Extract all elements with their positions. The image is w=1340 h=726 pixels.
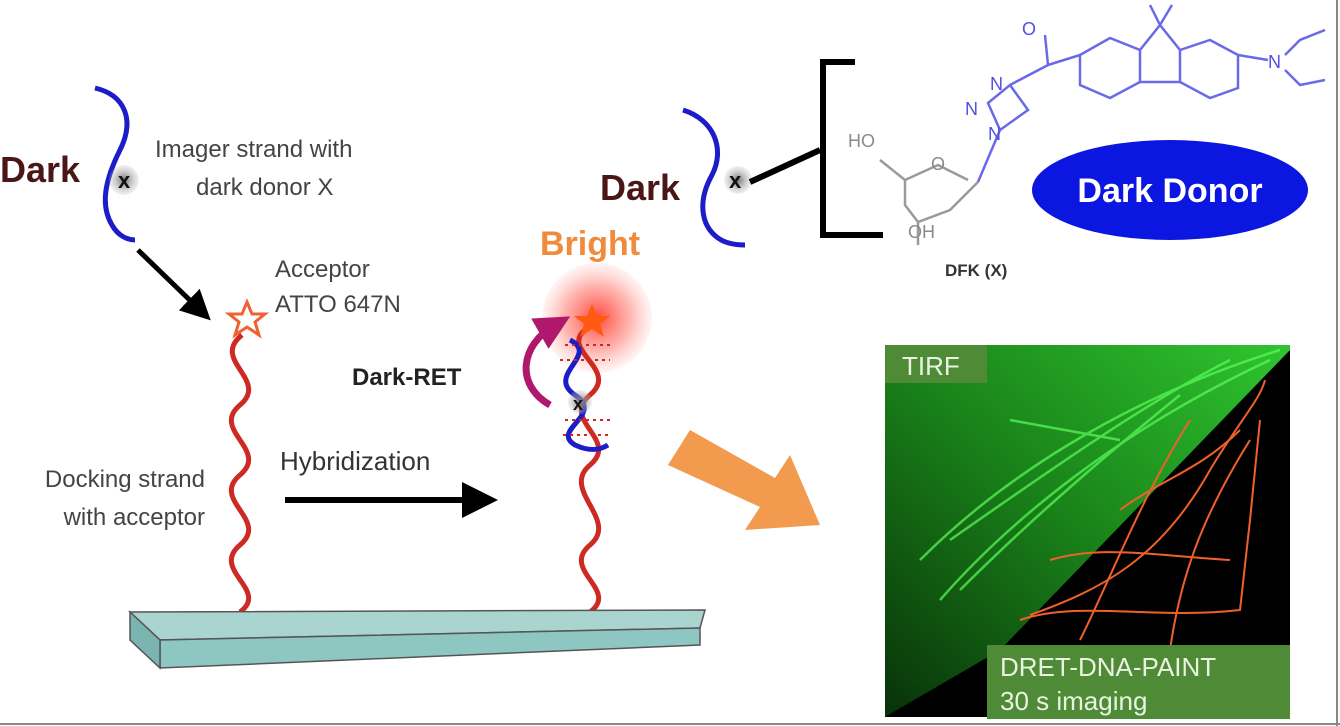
atom-n3: N <box>988 124 1001 144</box>
dark-ret-label: Dark-RET <box>352 364 462 391</box>
bright-label: Bright <box>540 225 640 263</box>
imager-label-line1: Imager strand with <box>155 136 352 163</box>
dfk-atom-labels: HO O OH N N N O N <box>848 19 1281 242</box>
dfk-structure <box>879 4 1326 245</box>
bright-acceptor-star-icon <box>574 304 610 337</box>
imager-strand <box>94 85 139 243</box>
atom-amine-n: N <box>1268 52 1281 72</box>
tirf-filaments <box>919 348 1281 601</box>
atom-oh: OH <box>908 222 935 242</box>
bracket <box>748 59 883 238</box>
dret-label-box <box>987 645 1290 719</box>
tirf-label: TIRF <box>902 351 960 381</box>
atom-carbonyl-o: O <box>1022 19 1036 39</box>
x-mark-right: x <box>729 168 742 193</box>
dret-label-line1: DRET-DNA-PAINT <box>1000 652 1216 682</box>
docking-label-line1: Docking strand <box>45 466 205 493</box>
dark-donor-label: Dark Donor <box>1077 172 1262 210</box>
surface-slab <box>128 609 706 670</box>
dret-filaments <box>1019 379 1266 651</box>
hybridization-label: Hybridization <box>280 446 430 476</box>
binding-arrow <box>136 248 211 321</box>
x-mark-duplex: x <box>573 394 583 414</box>
docking-strand <box>229 333 251 615</box>
result-arrow <box>668 430 820 530</box>
imager-strand-right <box>682 107 746 248</box>
acceptor-label-line2: ATTO 647N <box>275 291 401 318</box>
dark-label-right: Dark <box>600 167 681 208</box>
atom-ring-o: O <box>931 154 945 174</box>
dark-donor-badge <box>1032 140 1308 240</box>
atom-ho: HO <box>848 131 875 151</box>
dark-donor-marker <box>109 165 139 195</box>
hybridized-duplex <box>560 328 610 615</box>
atom-n1: N <box>990 74 1003 94</box>
acceptor-label-line1: Acceptor <box>275 256 370 283</box>
dret-label-line2: 30 s imaging <box>1000 686 1147 716</box>
x-mark: x <box>118 168 131 193</box>
imager-label-line2: dark donor X <box>196 174 333 201</box>
atom-n2: N <box>965 99 978 119</box>
dark-label-left: Dark <box>0 149 81 190</box>
dark-ret-arrow <box>522 316 571 409</box>
acceptor-star-icon <box>224 298 270 339</box>
docking-label-line2: with acceptor <box>63 504 205 531</box>
dfk-label: DFK (X) <box>945 261 1007 280</box>
tirf-region <box>885 345 1290 717</box>
tirf-label-box <box>885 345 987 383</box>
dark-donor-marker-right <box>724 166 752 194</box>
